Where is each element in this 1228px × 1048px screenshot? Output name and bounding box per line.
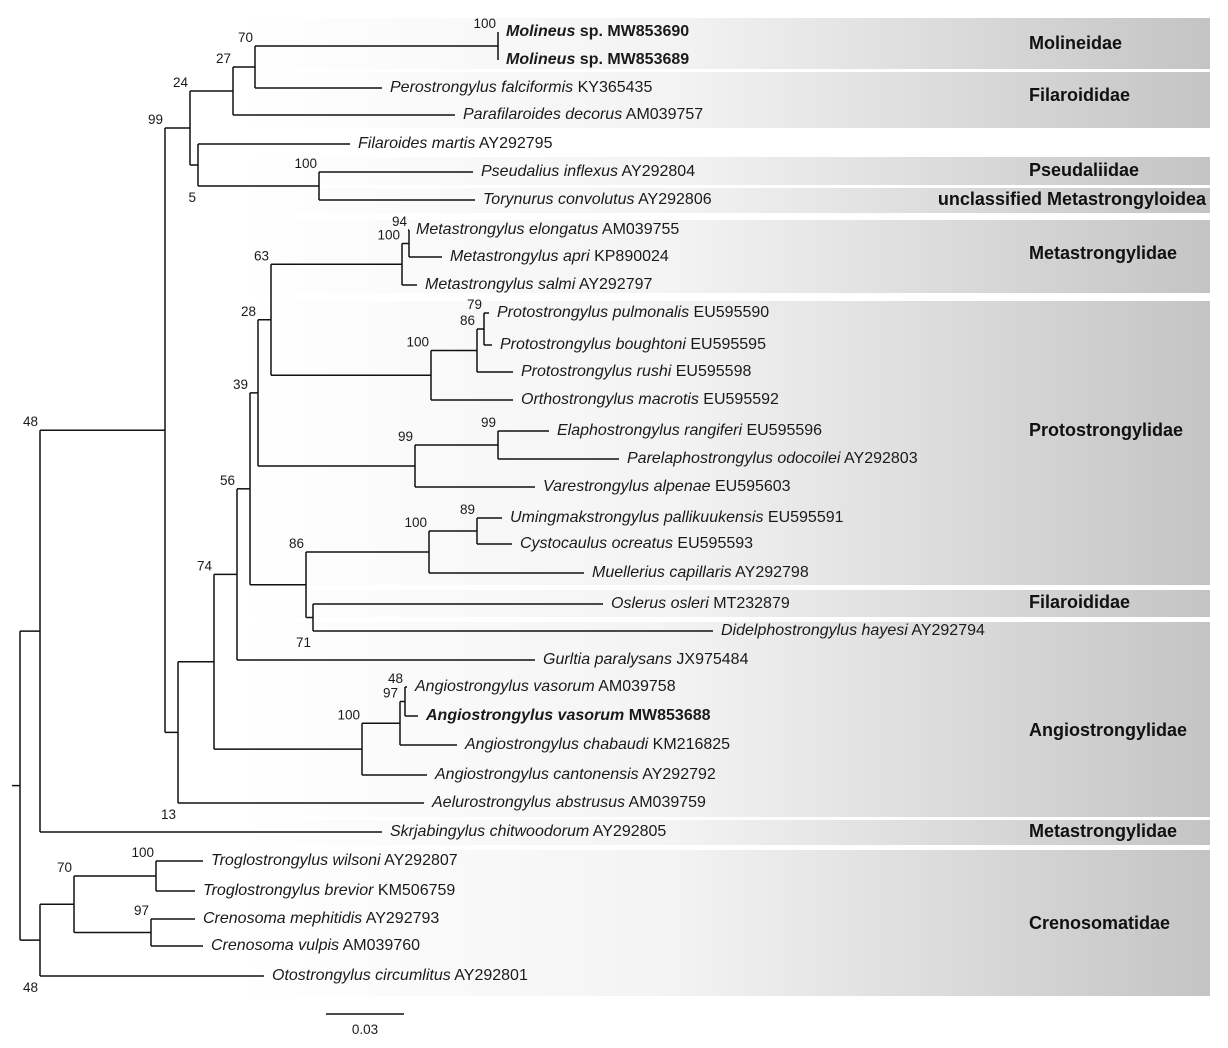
family-label: Filaroididae — [1029, 592, 1130, 612]
taxon-label: Angiostrongylus vasorum AM039758 — [414, 678, 676, 695]
taxon-label: Parafilaroides decorus AM039757 — [463, 106, 703, 123]
taxon-label: Muellerius capillaris AY292798 — [592, 564, 809, 581]
family-band — [240, 72, 1210, 128]
taxon-label: Filaroides martis AY292795 — [358, 135, 553, 152]
scale-bar-label: 0.03 — [352, 1022, 378, 1037]
bootstrap-value: 63 — [254, 248, 269, 263]
taxon-label: Oslerus osleri MT232879 — [611, 595, 790, 612]
taxon-label: Metastrongylus elongatus AM039755 — [416, 221, 679, 238]
bootstrap-value: 28 — [241, 304, 256, 319]
bootstrap-value: 100 — [406, 335, 429, 350]
taxon-label: Protostrongylus boughtoni EU595595 — [500, 336, 766, 353]
family-label: Metastrongylidae — [1029, 821, 1177, 841]
taxon-label: Troglostrongylus wilsoni AY292807 — [211, 852, 458, 869]
taxon-label: Gurltia paralysans JX975484 — [543, 651, 749, 668]
taxon-label: Umingmakstrongylus pallikuukensis EU5955… — [510, 509, 844, 526]
bootstrap-value: 13 — [161, 807, 176, 822]
bootstrap-value: 24 — [173, 75, 189, 90]
taxon-label: Cystocaulus ocreatus EU595593 — [520, 535, 753, 552]
bootstrap-value: 39 — [233, 377, 248, 392]
taxon-label: Metastrongylus salmi AY292797 — [425, 276, 652, 293]
taxon-label: Pseudalius inflexus AY292804 — [481, 163, 695, 180]
bootstrap-value: 100 — [473, 16, 496, 31]
bootstrap-value: 86 — [289, 536, 304, 551]
taxon-label: Angiostrongylus chabaudi KM216825 — [464, 736, 730, 753]
taxon-label: Otostrongylus circumlitus AY292801 — [272, 967, 528, 984]
taxon-label: Angiostrongylus vasorum MW853688 — [425, 707, 711, 724]
bootstrap-value: 100 — [131, 845, 154, 860]
bootstrap-value: 70 — [57, 860, 72, 875]
family-band — [240, 301, 1210, 585]
family-band — [240, 622, 1210, 817]
bootstrap-value: 79 — [467, 297, 482, 312]
taxon-label: Metastrongylus apri KP890024 — [450, 248, 669, 265]
family-label: Protostrongylidae — [1029, 420, 1183, 440]
taxon-label: Protostrongylus pulmonalis EU595590 — [497, 304, 769, 321]
bootstrap-value: 74 — [197, 558, 213, 573]
bootstrap-value: 97 — [383, 686, 398, 701]
bootstrap-value: 100 — [377, 228, 400, 243]
taxon-label: Crenosoma vulpis AM039760 — [211, 937, 420, 954]
taxon-label: Crenosoma mephitidis AY292793 — [203, 910, 439, 927]
taxon-label: Aelurostrongylus abstrusus AM039759 — [431, 794, 706, 811]
bootstrap-value: 5 — [188, 190, 196, 205]
bootstrap-value: 99 — [148, 112, 163, 127]
taxon-label: Molineus sp. MW853690 — [506, 23, 689, 40]
taxon-label: Troglostrongylus brevior KM506759 — [203, 882, 455, 899]
family-label: Crenosomatidae — [1029, 913, 1170, 933]
bootstrap-labels: 4899242770100510013745639286310094100867… — [23, 16, 496, 995]
tree-branches — [12, 32, 713, 977]
bootstrap-value: 48 — [23, 980, 38, 995]
bootstrap-value: 27 — [216, 51, 231, 66]
family-label: Pseudaliidae — [1029, 160, 1139, 180]
taxon-label: Parelaphostrongylus odocoilei AY292803 — [627, 450, 918, 467]
bootstrap-value: 89 — [460, 502, 475, 517]
family-label: Metastrongylidae — [1029, 243, 1177, 263]
taxon-label: Orthostrongylus macrotis EU595592 — [521, 391, 779, 408]
scale-bar: 0.03 — [326, 1013, 404, 1037]
taxon-label: Molineus sp. MW853689 — [506, 51, 689, 68]
bootstrap-value: 99 — [398, 429, 413, 444]
bootstrap-value: 71 — [296, 635, 311, 650]
taxon-label: Angiostrongylus cantonensis AY292792 — [434, 766, 716, 783]
bootstrap-value: 70 — [238, 30, 253, 45]
bootstrap-value: 56 — [220, 473, 235, 488]
bootstrap-value: 100 — [404, 515, 427, 530]
taxon-label: Didelphostrongylus hayesi AY292794 — [721, 622, 985, 639]
family-label: unclassified Metastrongyloidea — [938, 189, 1207, 209]
taxon-label: Skrjabingylus chitwoodorum AY292805 — [390, 823, 666, 840]
bootstrap-value: 100 — [294, 156, 317, 171]
bootstrap-value: 99 — [481, 415, 496, 430]
family-label: Angiostrongylidae — [1029, 720, 1187, 740]
bootstrap-value: 86 — [460, 313, 475, 328]
taxon-label: Torynurus convolutus AY292806 — [483, 191, 712, 208]
bootstrap-value: 48 — [388, 671, 403, 686]
taxon-label: Varestrongylus alpenae EU595603 — [543, 478, 791, 495]
family-label: Molineidae — [1029, 33, 1122, 53]
family-labels: MolineidaeFilaroididaePseudaliidaeunclas… — [938, 33, 1207, 933]
bootstrap-value: 48 — [23, 414, 38, 429]
bootstrap-value: 94 — [392, 214, 408, 229]
taxon-label: Protostrongylus rushi EU595598 — [521, 363, 751, 380]
family-band — [240, 820, 1210, 845]
taxon-label: Perostrongylus falciformis KY365435 — [390, 79, 652, 96]
family-band — [240, 18, 1210, 69]
family-band — [240, 850, 1210, 996]
family-label: Filaroididae — [1029, 85, 1130, 105]
family-band — [240, 157, 1210, 185]
bootstrap-value: 100 — [337, 707, 360, 722]
taxon-label: Elaphostrongylus rangiferi EU595596 — [557, 422, 822, 439]
bootstrap-value: 97 — [134, 903, 149, 918]
